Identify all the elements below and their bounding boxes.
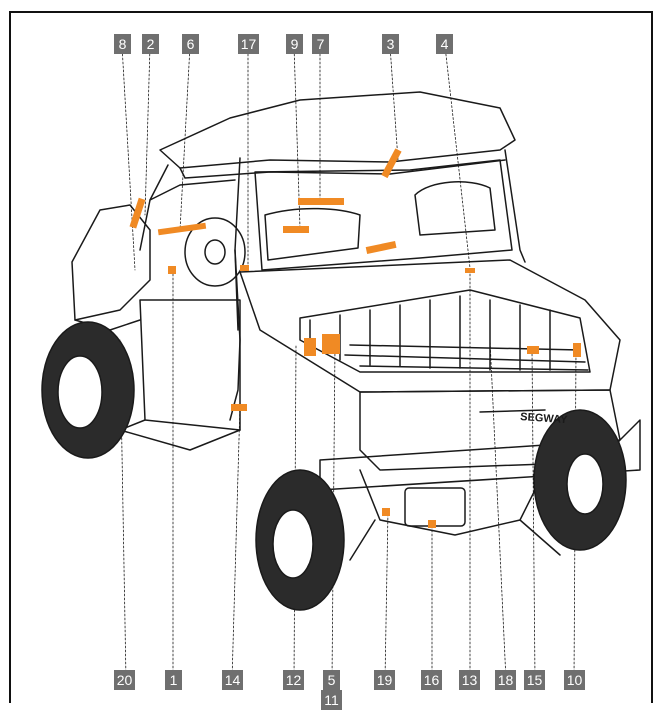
callout-20: 20 [114, 670, 135, 690]
callout-1: 1 [165, 670, 182, 690]
chassis [359, 469, 541, 536]
roof-panel [159, 91, 516, 169]
callout-3: 3 [382, 34, 399, 54]
label-loc-13 [465, 268, 475, 273]
callout-18: 18 [495, 670, 516, 690]
callout-8: 8 [114, 34, 131, 54]
label-loc-9 [283, 226, 309, 233]
label-loc-7 [298, 198, 344, 205]
front-fender [71, 204, 151, 321]
callout-5: 5 [323, 670, 340, 690]
label-loc-16 [428, 520, 436, 528]
callout-15: 15 [524, 670, 545, 690]
steering-wheel [184, 217, 246, 287]
seat-back [414, 181, 496, 236]
label-loc-2 [129, 197, 146, 229]
diagram-frame [9, 11, 653, 703]
bumper-brand-text: SEGWAY [520, 411, 569, 426]
callout-9: 9 [286, 34, 303, 54]
callout-7: 7 [312, 34, 329, 54]
callout-17: 17 [238, 34, 259, 54]
label-locations [129, 148, 581, 528]
cargo-bed [239, 259, 621, 393]
label-loc-15 [527, 346, 539, 354]
label-loc-3 [381, 148, 402, 179]
callout-13: 13 [459, 670, 480, 690]
rear-window [254, 159, 513, 271]
callout-10: 10 [564, 670, 585, 690]
label-loc-5 [322, 334, 340, 354]
callout-4: 4 [436, 34, 453, 54]
callout-6: 6 [182, 34, 199, 54]
callout-14: 14 [222, 670, 243, 690]
callout-19: 19 [374, 670, 395, 690]
callout-12: 12 [283, 670, 304, 690]
label-loc-14 [231, 404, 247, 411]
label-loc-17 [240, 265, 249, 271]
side-body [139, 299, 241, 431]
label-loc-4 [365, 240, 397, 255]
label-loc-12 [304, 338, 316, 356]
callout-16: 16 [421, 670, 442, 690]
tires [41, 321, 627, 611]
callout-11: 11 [321, 690, 342, 710]
label-loc-10 [573, 343, 581, 357]
callout-2: 2 [142, 34, 159, 54]
label-loc-6 [157, 222, 207, 236]
label-loc-19 [382, 508, 390, 516]
label-loc-1 [168, 266, 176, 274]
leader-lines [119, 45, 577, 681]
